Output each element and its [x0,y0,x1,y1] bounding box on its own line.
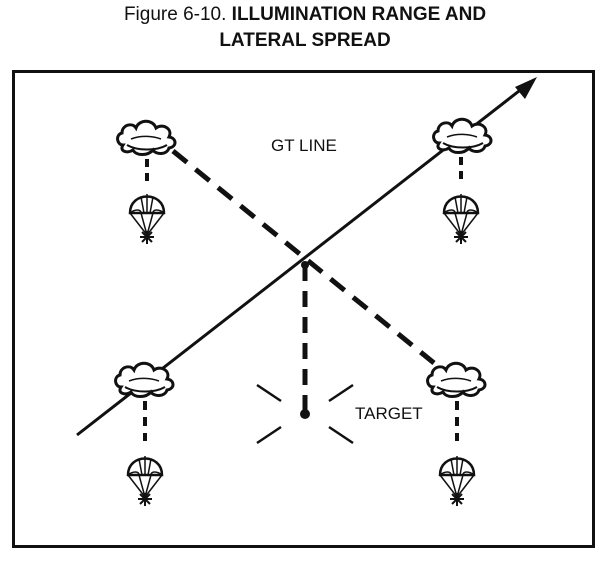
flare-top-left [116,119,177,246]
parachute-flare-icon [128,192,166,246]
figure-title-line-1: ILLUMINATION RANGE AND [231,4,487,25]
parachute-flare-icon [438,454,476,508]
intersection-point [301,261,309,269]
gt-line-label: GT LINE [271,136,337,155]
target-mark-icon [256,383,354,445]
parachute-flare-icon [126,454,164,508]
diagram-frame: GT LINE TARGET [12,70,595,548]
cloud-icon [114,361,175,398]
figure-title-line-2: LATERAL SPREAD [219,30,391,51]
arrowhead-icon [515,77,537,99]
flare-bottom-left [114,361,175,508]
cloud-icon [116,119,177,156]
parachute-flare-icon [442,192,480,246]
flare-top-right [432,117,493,246]
illumination-diagram: GT LINE TARGET [76,77,537,508]
figure-number: Figure 6-10. [123,4,227,25]
figure-caption: Figure 6-10. ILLUMINATION RANGE AND LATE… [0,2,610,54]
target-label: TARGET [355,404,423,423]
cloud-icon [426,361,487,398]
cloud-icon [432,117,493,154]
flare-bottom-right [426,361,487,508]
